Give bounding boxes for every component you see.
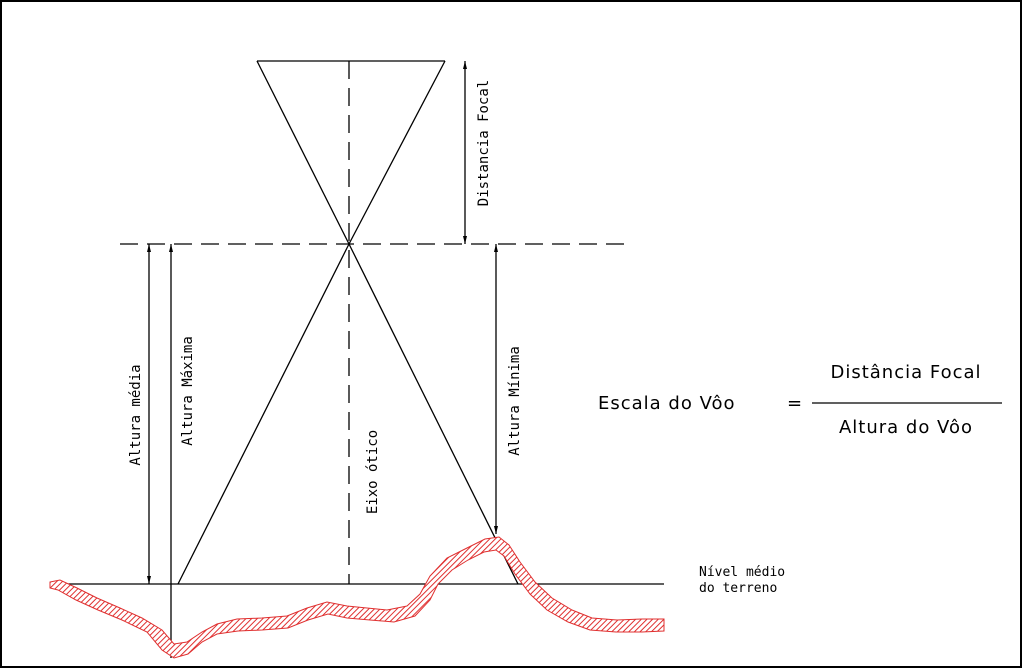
- ray-right: [348, 243, 519, 585]
- formula-denominator: Altura do Vôo: [839, 417, 973, 438]
- minimum-height-label: Altura Mínima: [507, 346, 523, 456]
- cone-left-edge: [256, 60, 350, 245]
- formula-lhs: Escala do Vôo: [598, 393, 736, 414]
- average-arrow-bottom: [147, 576, 151, 584]
- minimum-arrow-top: [494, 244, 498, 252]
- average-arrow-top: [147, 244, 151, 252]
- minimum-arrow-bottom: [494, 526, 498, 534]
- focal-distance-label: Distancia Focal: [476, 80, 492, 206]
- optical-axis-label: Eixo ótico: [365, 430, 381, 514]
- terrain-level-label-line2: do terreno: [699, 581, 777, 596]
- maximum-height-label: Altura Máxima: [180, 336, 196, 446]
- cone-right-edge: [348, 60, 446, 245]
- terrain-profile: [49, 536, 665, 659]
- focal-arrow-bottom: [463, 236, 467, 244]
- ray-left: [177, 243, 350, 585]
- formula-numerator: Distância Focal: [830, 362, 981, 383]
- average-height-label: Altura média: [128, 364, 144, 465]
- terrain-level-label-line1: Nível médio: [699, 565, 785, 580]
- focal-arrow-top: [463, 61, 467, 69]
- formula-equals: =: [787, 393, 803, 414]
- maximum-arrow-top: [169, 244, 173, 252]
